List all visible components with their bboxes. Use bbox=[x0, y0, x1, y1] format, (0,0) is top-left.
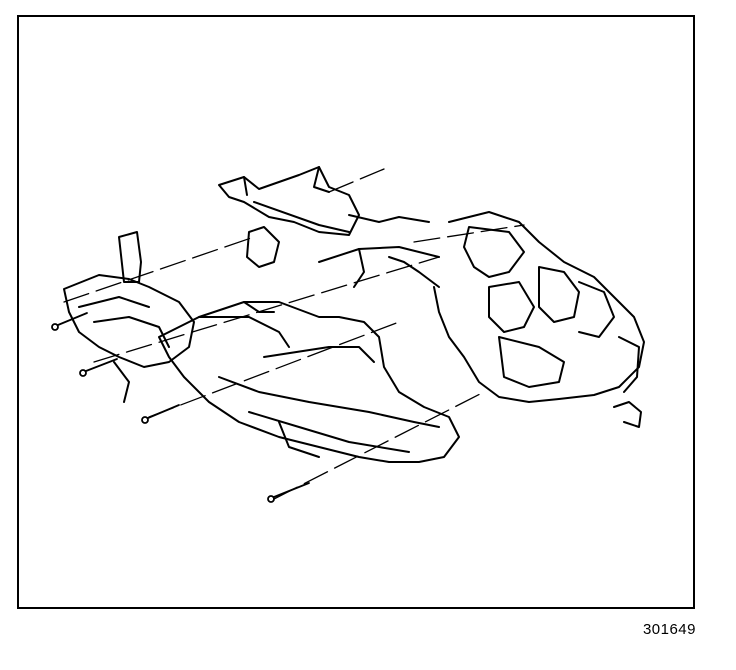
bolt-icon bbox=[267, 482, 310, 503]
left-front-bracket bbox=[63, 231, 195, 403]
front-cross-member bbox=[158, 301, 460, 463]
right-side-rail bbox=[388, 211, 645, 428]
illustration-frame bbox=[17, 15, 695, 609]
bolt-icon bbox=[141, 404, 180, 424]
bolt-icon bbox=[79, 358, 118, 377]
center-tunnel bbox=[246, 226, 440, 288]
bolt-icon bbox=[51, 312, 88, 331]
mounting-bolts bbox=[51, 312, 310, 503]
exploded-assembly-illustration bbox=[51, 166, 645, 503]
rear-cross-member bbox=[218, 166, 430, 236]
alignment-lines bbox=[63, 168, 525, 500]
figure-number: 301649 bbox=[642, 621, 696, 638]
